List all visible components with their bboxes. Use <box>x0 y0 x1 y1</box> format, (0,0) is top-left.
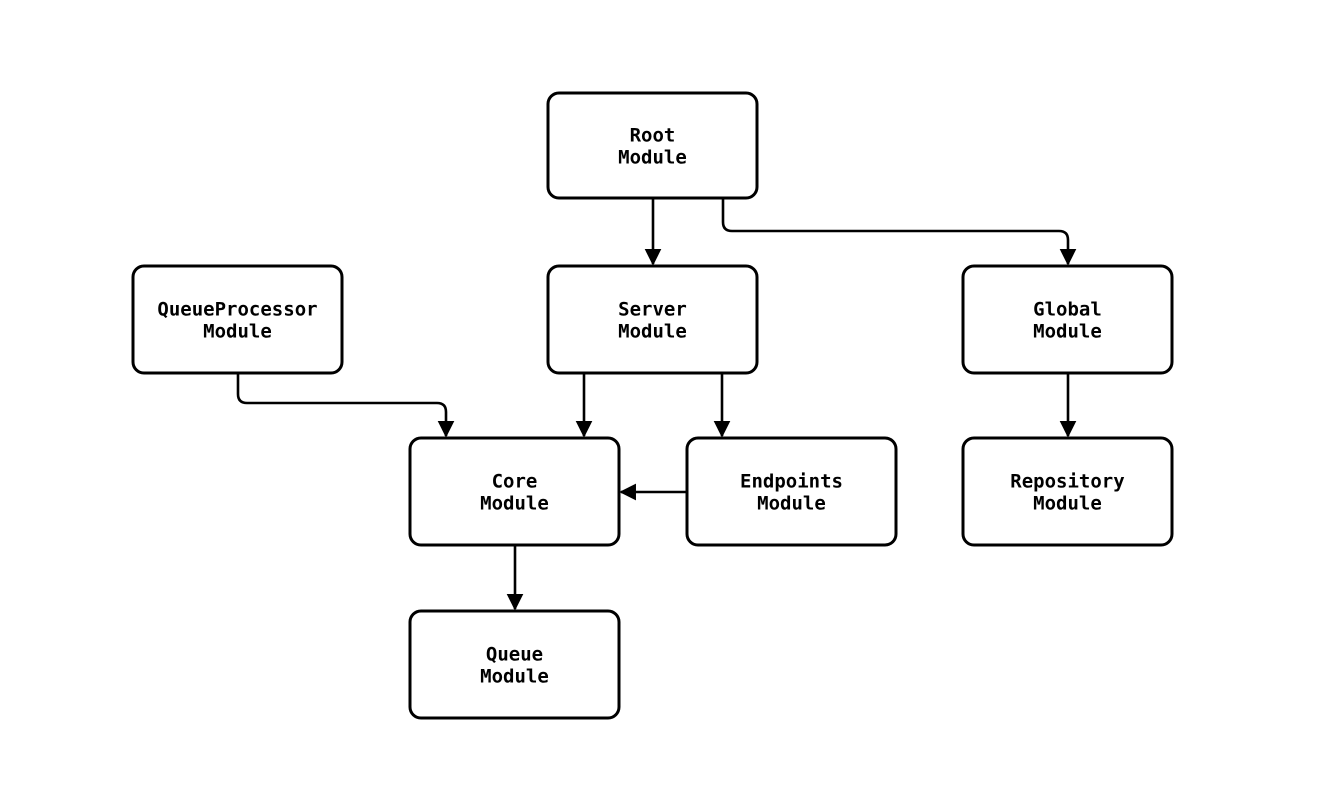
node-box <box>685 436 898 547</box>
node-label-line: Module <box>1033 493 1102 515</box>
node-box <box>408 609 621 720</box>
node-box <box>546 91 759 200</box>
node-label-line: Queue <box>486 644 543 666</box>
node-label-line: Module <box>203 321 272 343</box>
node-label-line: Module <box>1033 321 1102 343</box>
node-label-line: Core <box>492 471 538 493</box>
edge-queueprocessor-to-core <box>236 373 455 438</box>
node-label-line: Module <box>480 666 549 688</box>
node-label-line: Module <box>618 147 687 169</box>
node-box <box>546 264 759 375</box>
node-box <box>961 264 1174 375</box>
node-box <box>408 436 621 547</box>
node-label-line: Global <box>1033 299 1102 321</box>
node-label-line: Root <box>630 125 676 147</box>
edge-root-to-global <box>721 198 1077 266</box>
edges-layer <box>236 198 1077 611</box>
node-label-line: Module <box>757 493 826 515</box>
node-label-line: Module <box>480 493 549 515</box>
node-box <box>961 436 1174 547</box>
node-label-line: Endpoints <box>740 471 843 493</box>
node-label-line: QueueProcessor <box>157 299 317 321</box>
node-label-line: Module <box>618 321 687 343</box>
node-label-line: Repository <box>1010 471 1124 493</box>
node-label-line: Server <box>618 299 687 321</box>
node-box <box>131 264 344 375</box>
